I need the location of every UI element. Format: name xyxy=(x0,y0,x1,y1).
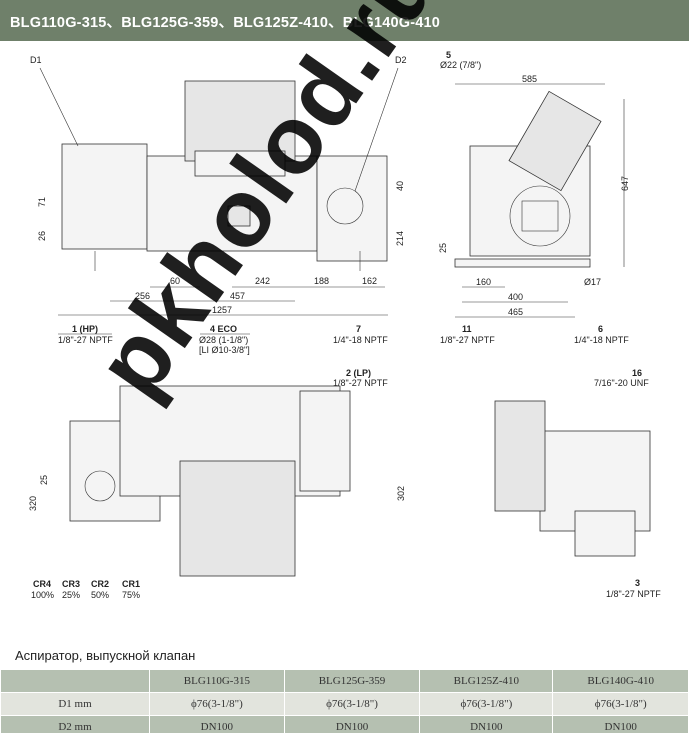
dim-320: 320 xyxy=(28,496,38,511)
cr1-pct: 75% xyxy=(122,590,140,600)
dimensions-table: BLG110G-315 BLG125G-359 BLG125Z-410 BLG1… xyxy=(0,669,689,733)
conn4-title: 4 ECO xyxy=(210,324,237,334)
dim-40: 40 xyxy=(395,181,405,191)
top-view: 2 (LP) 1/8"-27 NPTF 320 25 302 CR4 100% … xyxy=(28,368,406,600)
conn11-spec: 1/8"-27 NPTF xyxy=(440,335,495,345)
dim-400: 400 xyxy=(508,292,523,302)
conn16-title: 16 xyxy=(632,368,642,378)
side-view: D1 D2 71 26 40 214 60 242 188 162 256 45… xyxy=(30,55,407,355)
dim-hole: Ø17 xyxy=(584,277,601,287)
dim-188: 188 xyxy=(314,276,329,286)
conn1-spec: 1/8"-27 NPTF xyxy=(58,335,113,345)
conn5-title: 5 xyxy=(446,50,451,60)
row-label: D1 mm xyxy=(0,692,150,716)
header-cell: BLG125Z-410 xyxy=(419,669,554,693)
cr4-name: CR4 xyxy=(33,579,51,589)
dim-647: 647 xyxy=(620,176,630,191)
cr2-pct: 50% xyxy=(91,590,109,600)
dim-160: 160 xyxy=(476,277,491,287)
table-cell: ϕ76(3-1/8") xyxy=(149,692,285,716)
end-view: 5 Ø22 (7/8") 585 647 25 Ø17 160 400 465 … xyxy=(438,50,630,345)
table-cell: ϕ76(3-1/8") xyxy=(283,692,421,716)
cr3-pct: 25% xyxy=(62,590,80,600)
terminal-box-top xyxy=(179,460,296,577)
conn2-spec: 1/8"-27 NPTF xyxy=(333,378,388,388)
table-header-row: BLG110G-315 BLG125G-359 BLG125Z-410 BLG1… xyxy=(0,669,689,693)
table-cell: DN100 xyxy=(283,715,421,733)
conn11-title: 11 xyxy=(462,324,472,334)
motor-end xyxy=(61,143,148,250)
dim-60: 60 xyxy=(170,276,180,286)
header-cell: BLG125G-359 xyxy=(283,669,421,693)
conn16-spec: 7/16"-20 UNF xyxy=(594,378,649,388)
table-cell: DN100 xyxy=(419,715,554,733)
table-cell: DN100 xyxy=(149,715,285,733)
discharge-end xyxy=(316,155,388,262)
conn7-title: 7 xyxy=(356,324,361,334)
table-row: D1 mm ϕ76(3-1/8") ϕ76(3-1/8") ϕ76(3-1/8"… xyxy=(0,692,689,716)
row-label: D2 mm xyxy=(0,715,150,733)
header-cell: BLG110G-315 xyxy=(149,669,285,693)
dim-585: 585 xyxy=(522,74,537,84)
dim-214: 214 xyxy=(395,231,405,246)
table-cell: ϕ76(3-1/8") xyxy=(552,692,689,716)
cr2-name: CR2 xyxy=(91,579,109,589)
conn6-spec: 1/4"-18 NPTF xyxy=(574,335,629,345)
dim-457: 457 xyxy=(230,291,245,301)
cr3-name: CR3 xyxy=(62,579,80,589)
conn1-title: 1 (HP) xyxy=(72,324,98,334)
dim-256: 256 xyxy=(135,291,150,301)
header-bar: BLG110G-315、BLG125G-359、BLG125Z-410、BLG1… xyxy=(0,0,689,41)
page-title: BLG110G-315、BLG125G-359、BLG125Z-410、BLG1… xyxy=(10,15,441,31)
dim-242: 242 xyxy=(255,276,270,286)
conn3-spec: 1/8"-27 NPTF xyxy=(606,589,661,599)
conn4-spec: Ø28 (1-1/8") xyxy=(199,335,248,345)
conn2-title: 2 (LP) xyxy=(346,368,371,378)
conn5-spec: Ø22 (7/8") xyxy=(440,60,481,70)
dim-162: 162 xyxy=(362,276,377,286)
dim-25-bottom: 25 xyxy=(39,475,49,485)
table-cell: ϕ76(3-1/8") xyxy=(419,692,554,716)
cr1-name: CR1 xyxy=(122,579,140,589)
dim-302: 302 xyxy=(396,486,406,501)
dim-71: 71 xyxy=(37,197,47,207)
conn3-title: 3 xyxy=(635,578,640,588)
capacity-control-labels: CR4 100% CR3 25% CR2 50% CR1 75% xyxy=(31,579,140,600)
conn7-spec: 1/4"-18 NPTF xyxy=(333,335,388,345)
d2-label: D2 xyxy=(395,55,407,65)
dim-25: 25 xyxy=(438,243,448,253)
dim-26: 26 xyxy=(37,231,47,241)
conn4-spec2: [LI Ø10-3/8"] xyxy=(199,345,250,355)
terminal-box-end xyxy=(508,90,602,192)
header-cell xyxy=(0,669,150,693)
conn6-title: 6 xyxy=(598,324,603,334)
table-row: D2 mm DN100 DN100 DN100 DN100 xyxy=(0,715,689,733)
table-caption: Аспиратор, выпускной клапан xyxy=(15,648,196,663)
header-cell: BLG140G-410 xyxy=(552,669,689,693)
rear-view: 16 7/16"-20 UNF 3 1/8"-27 NPTF xyxy=(494,368,661,599)
d1-label: D1 xyxy=(30,55,42,65)
technical-drawing: D1 D2 71 26 40 214 60 242 188 162 256 45… xyxy=(28,50,661,600)
dim-1257: 1257 xyxy=(212,305,232,315)
dim-465: 465 xyxy=(508,307,523,317)
cr4-pct: 100% xyxy=(31,590,54,600)
table-cell: DN100 xyxy=(552,715,689,733)
